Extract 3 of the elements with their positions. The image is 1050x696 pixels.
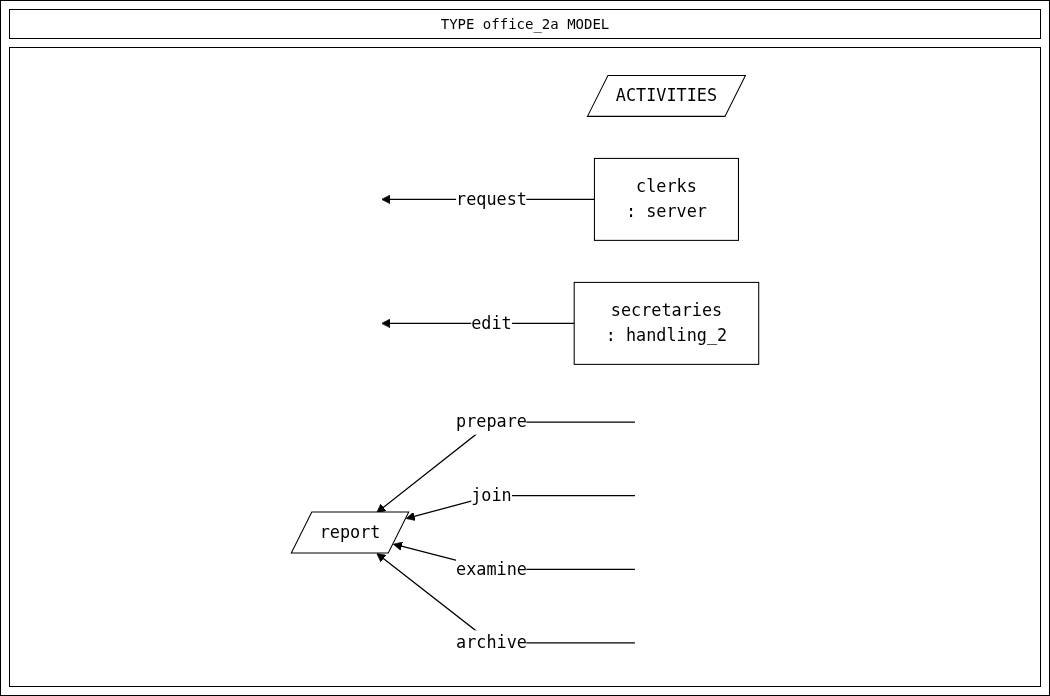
node-box: secretaries : handling_2 <box>573 281 760 365</box>
node-box: clerks : server <box>593 157 739 241</box>
diagram-title: TYPE office_2a MODEL <box>9 9 1041 39</box>
